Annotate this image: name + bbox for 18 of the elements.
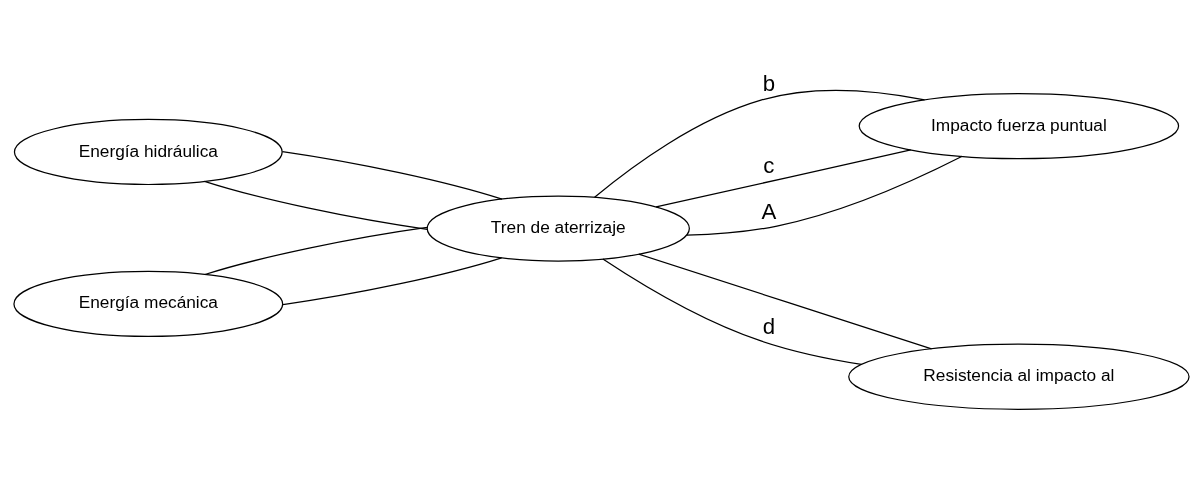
node-ellipse: Energía mecánica <box>13 270 284 337</box>
connector <box>594 89 926 198</box>
connector <box>686 155 963 236</box>
connector <box>282 256 503 305</box>
node-ellipse: Impacto fuerza puntual <box>858 92 1180 159</box>
edge-label: d <box>762 313 776 339</box>
connector <box>655 148 912 208</box>
node-ellipse: Resistencia al impacto al <box>848 343 1190 410</box>
edge-label: c <box>763 152 775 178</box>
connector <box>281 150 503 200</box>
connector <box>602 257 863 365</box>
connector <box>638 253 933 349</box>
node-ellipse: Energía hidráulica <box>13 118 283 185</box>
node-ellipse: Tren de aterrizaje <box>426 194 690 262</box>
connector <box>203 180 428 230</box>
edge-label: b <box>762 70 776 96</box>
connector <box>204 226 428 275</box>
edge-label: A <box>761 198 777 224</box>
